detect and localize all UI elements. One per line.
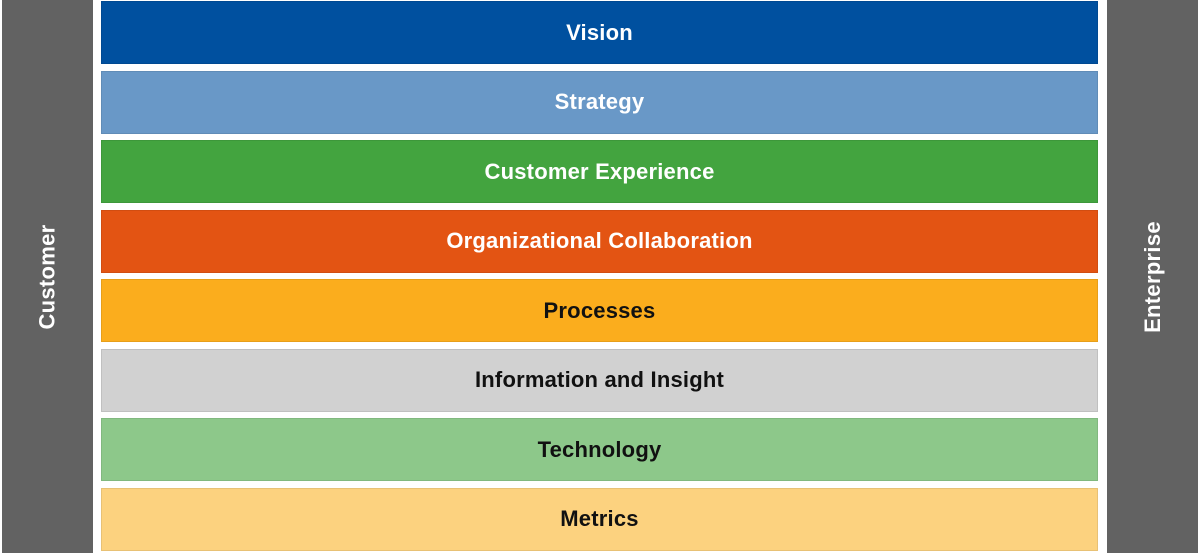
- layer-information-and-insight: Information and Insight: [101, 348, 1098, 412]
- layer-label-customer-experience: Customer Experience: [484, 158, 715, 184]
- layer-metrics: Metrics: [101, 487, 1098, 551]
- layer-stack: Vision Strategy Customer Experience Orga…: [101, 1, 1098, 551]
- layer-processes: Processes: [101, 279, 1098, 342]
- layer-label-vision: Vision: [566, 19, 633, 45]
- customer-pillar: Customer: [2, 0, 93, 553]
- layer-label-processes: Processes: [543, 297, 656, 323]
- layer-technology: Technology: [101, 418, 1098, 481]
- layer-label-metrics: Metrics: [560, 506, 639, 531]
- layer-organizational-collaboration: Organizational Collaboration: [101, 209, 1098, 273]
- layer-label-technology: Technology: [537, 436, 662, 462]
- layer-label-strategy: Strategy: [554, 89, 645, 114]
- enterprise-pillar-label: Enterprise: [1139, 220, 1165, 333]
- layer-strategy: Strategy: [101, 70, 1098, 134]
- layer-label-information-and-insight: Information and Insight: [474, 367, 725, 392]
- customer-pillar-label: Customer: [34, 223, 60, 330]
- enterprise-pillar: Enterprise: [1107, 0, 1198, 553]
- layer-vision: Vision: [101, 1, 1098, 64]
- layer-label-organizational-collaboration: Organizational Collaboration: [446, 228, 753, 253]
- layer-customer-experience: Customer Experience: [101, 140, 1098, 203]
